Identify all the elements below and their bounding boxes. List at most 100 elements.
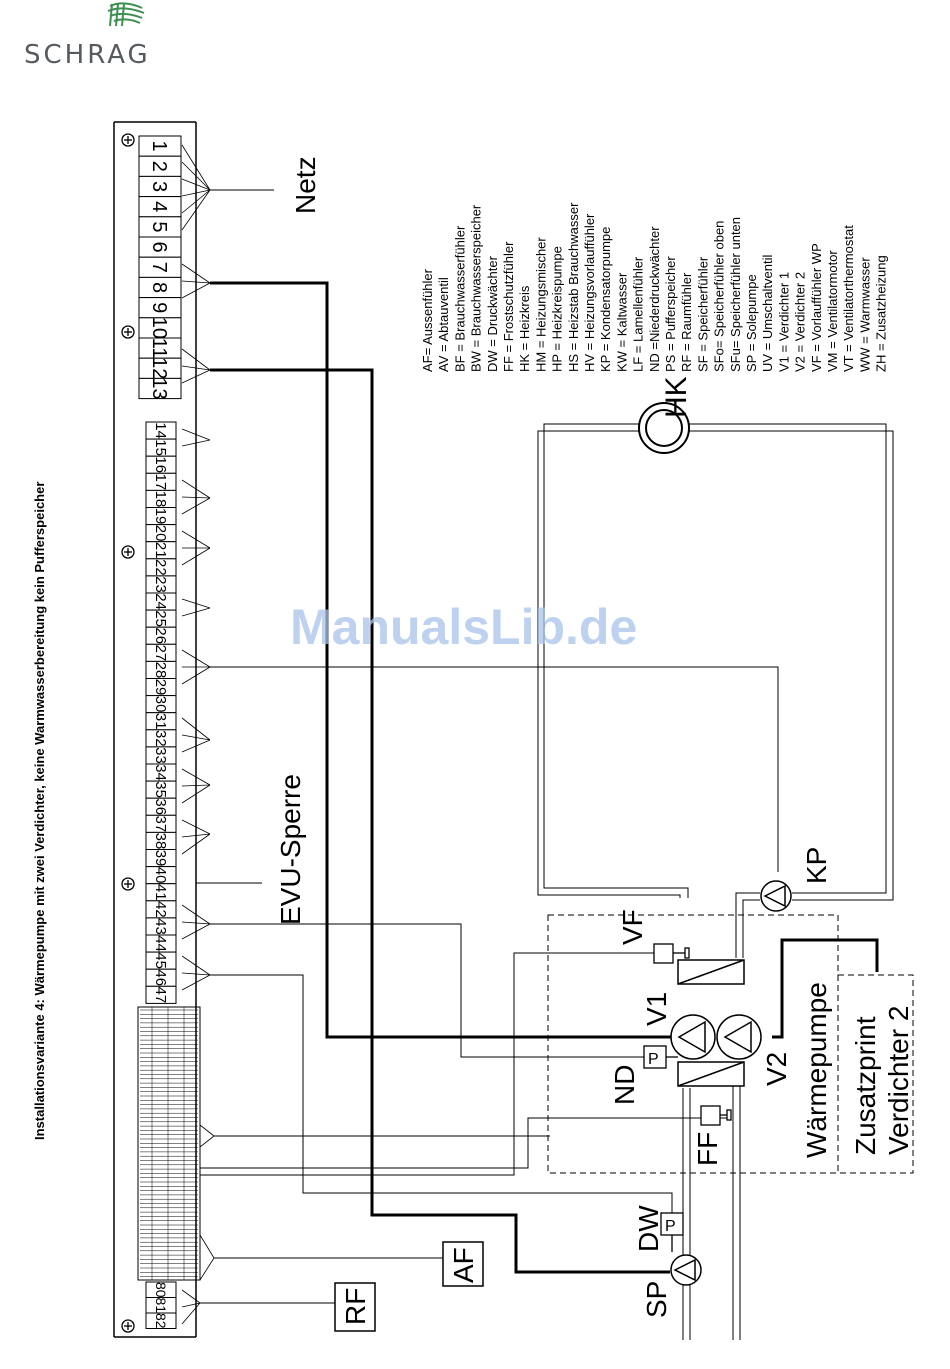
terminal-label: 29 bbox=[152, 679, 169, 696]
terminal-81: 81 bbox=[145, 1297, 177, 1314]
legend-item: HS = Heizstab Brauchwasser bbox=[566, 202, 581, 372]
terminal-label: 4 bbox=[148, 201, 170, 212]
brand-name: SCHRAG bbox=[24, 40, 151, 70]
terminal-label: 36 bbox=[152, 798, 169, 815]
terminal-8: 8 bbox=[138, 276, 182, 299]
terminal-label: 11 bbox=[148, 338, 170, 359]
terminal-17: 17 bbox=[145, 472, 177, 491]
terminal-label: 3 bbox=[148, 181, 170, 192]
terminal-35: 35 bbox=[145, 780, 177, 799]
terminal-16: 16 bbox=[145, 455, 177, 474]
legend-item: RF = Raumfühler bbox=[679, 272, 694, 372]
label-kp: KP bbox=[801, 847, 832, 884]
terminal-46: 46 bbox=[145, 968, 177, 987]
terminal-80: 80 bbox=[145, 1281, 177, 1298]
label-waermepumpe: Wärmepumpe bbox=[801, 982, 832, 1158]
legend-item: DW = Druckwächter bbox=[485, 255, 500, 372]
terminal-10: 10 bbox=[138, 317, 182, 339]
label-dw: DW bbox=[633, 1205, 664, 1252]
terminal-label: 6 bbox=[148, 242, 170, 253]
legend-item: WW = Warmwasser bbox=[857, 257, 872, 372]
legend-item: BW = Brauchwasserspeicher bbox=[469, 204, 484, 372]
terminal-29: 29 bbox=[145, 678, 177, 697]
terminal-28: 28 bbox=[145, 660, 177, 680]
terminal-22: 22 bbox=[145, 558, 177, 577]
terminal-14: 14 bbox=[145, 421, 177, 440]
heat-pump-boundary bbox=[547, 914, 914, 1174]
terminal-21: 21 bbox=[145, 541, 177, 560]
label-hk: HK bbox=[660, 376, 693, 418]
legend-item: FF = Frostschutzfühler bbox=[501, 241, 516, 372]
label-v2: V2 bbox=[761, 1052, 792, 1086]
legend-item: SP = Solepumpe bbox=[744, 274, 759, 372]
heat-exchanger-bottom-icon bbox=[677, 1061, 745, 1087]
terminal-label: 7 bbox=[148, 262, 170, 273]
terminal-label: 42 bbox=[152, 901, 169, 918]
terminal-label: 34 bbox=[152, 764, 169, 781]
terminal-44: 44 bbox=[145, 934, 177, 953]
watermark: ManualsLib.de bbox=[290, 599, 638, 655]
terminal-47: 47 bbox=[145, 985, 177, 1004]
terminal-12: 12 bbox=[138, 357, 182, 379]
terminal-group-control: 1415161718192021222324252627282930313233… bbox=[145, 421, 177, 1004]
terminal-label: 25 bbox=[152, 610, 169, 627]
terminal-25: 25 bbox=[145, 609, 177, 628]
legend-item: VM = Ventilatormotor bbox=[825, 250, 840, 372]
label-rf: RF bbox=[340, 1288, 371, 1325]
legend-item: BF = Brauchwasserfühler bbox=[452, 225, 467, 372]
terminal-label: 9 bbox=[148, 302, 170, 313]
legend-item: SFu= Speicherfühler unten bbox=[728, 217, 743, 372]
nd-box-label: P bbox=[648, 1051, 659, 1068]
terminal-label: 46 bbox=[152, 969, 169, 986]
terminal-13: 13 bbox=[138, 377, 182, 400]
terminal-label: 28 bbox=[152, 662, 169, 679]
terminal-label: 2 bbox=[148, 161, 170, 172]
terminal-5: 5 bbox=[138, 216, 182, 238]
legend-item: ZH = Zusatzheizung bbox=[874, 255, 889, 372]
legend-item: HV = Heizungsvorlauffühler bbox=[582, 213, 597, 372]
legend-item: HM = Heizungsmischer bbox=[533, 237, 548, 372]
terminal-label: 18 bbox=[152, 491, 169, 508]
terminal-9: 9 bbox=[138, 297, 182, 319]
heat-exchanger-top-icon bbox=[677, 959, 745, 985]
terminal-15: 15 bbox=[145, 438, 177, 457]
terminal-label: 8 bbox=[148, 282, 170, 293]
power-wires bbox=[210, 281, 879, 1274]
terminal-label: 45 bbox=[152, 952, 169, 969]
terminal-label: 22 bbox=[152, 559, 169, 576]
terminal-rail bbox=[113, 121, 201, 1338]
terminal-label: 14 bbox=[152, 422, 169, 439]
compressor-v1-icon bbox=[670, 1014, 716, 1060]
terminal-label: 39 bbox=[152, 850, 169, 867]
legend-item: AV = Abtauventil bbox=[436, 277, 451, 372]
terminal-label: 26 bbox=[152, 627, 169, 644]
legend-item: VT = Ventilatorthermostat bbox=[841, 225, 856, 372]
terminal-11: 11 bbox=[138, 337, 182, 359]
label-vf: VF bbox=[617, 909, 648, 945]
terminal-label: 31 bbox=[152, 713, 169, 730]
terminal-label: 43 bbox=[152, 918, 169, 935]
thin-wires bbox=[196, 189, 779, 1304]
legend-item: ND =Niederdruckwächter bbox=[647, 226, 662, 372]
terminal-label: 30 bbox=[152, 696, 169, 713]
diagram-title: Installationsvariante 4: Wärmepumpe mit … bbox=[32, 482, 47, 1140]
terminal-24: 24 bbox=[145, 592, 177, 611]
terminal-label: 27 bbox=[152, 645, 169, 662]
terminal-label: 5 bbox=[148, 221, 170, 232]
terminal-39: 39 bbox=[145, 849, 177, 868]
terminal-label: 17 bbox=[152, 474, 169, 491]
legend-item: SFo= Speicherfühler oben bbox=[712, 221, 727, 372]
terminal-3: 3 bbox=[138, 175, 182, 198]
terminal-label: 20 bbox=[152, 525, 169, 542]
terminal-43: 43 bbox=[145, 917, 177, 936]
label-sp: SP bbox=[641, 1281, 672, 1318]
terminal-40: 40 bbox=[145, 866, 177, 885]
terminal-36: 36 bbox=[145, 797, 177, 816]
terminal-label: 15 bbox=[152, 439, 169, 456]
terminal-label: 35 bbox=[152, 781, 169, 798]
terminal-4: 4 bbox=[138, 196, 182, 218]
terminal-20: 20 bbox=[145, 524, 177, 543]
